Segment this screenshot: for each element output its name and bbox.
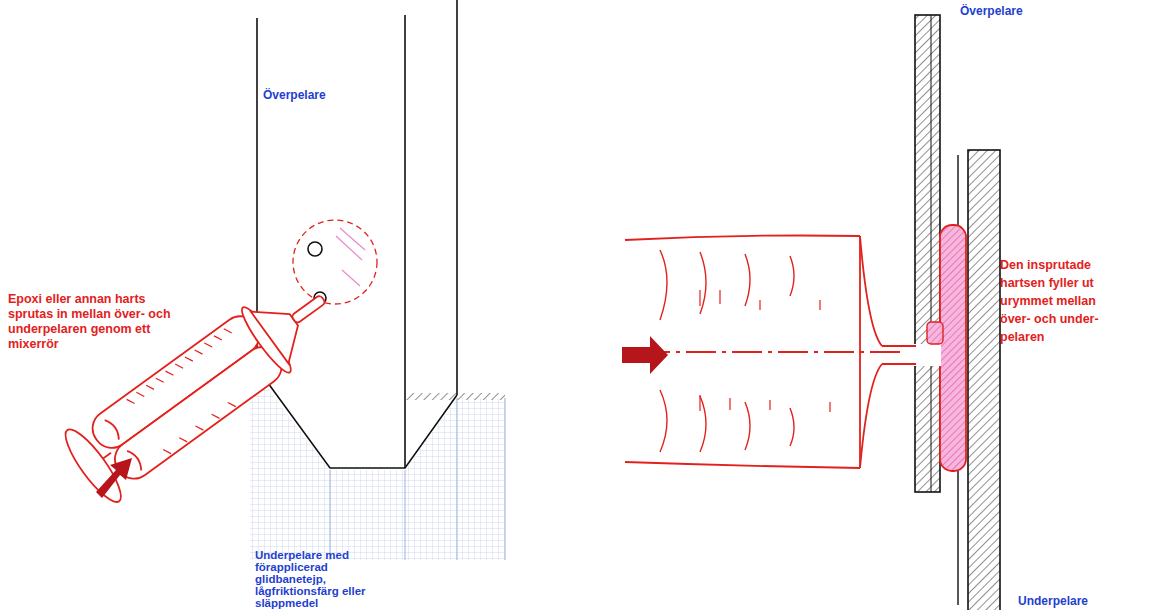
- injection-holes: [308, 242, 322, 256]
- twin-syringe: [108, 340, 289, 486]
- lower-pillar-section: [968, 150, 1000, 610]
- syringe-section: [882, 345, 916, 347]
- injection-holes: [293, 220, 377, 304]
- lower-pillar-drawing: [405, 470, 406, 560]
- syringe-section: [660, 390, 794, 452]
- syringe-section: [640, 351, 900, 353]
- injection-holes: [293, 220, 377, 304]
- upper-pillar-section: [931, 15, 932, 492]
- upper-pillar-outline: [257, 0, 457, 468]
- push-arrow: [96, 458, 132, 498]
- syringe-section: [860, 236, 882, 346]
- syringe-section: [660, 250, 794, 320]
- upper-pillar-section: [915, 15, 940, 492]
- twin-syringe: [251, 294, 313, 363]
- node-text: Överpelare: [263, 88, 398, 102]
- lower-pillar-drawing: [330, 470, 331, 560]
- twin-syringe: [163, 400, 236, 456]
- syringe-section: [700, 395, 830, 412]
- syringe-section: [625, 236, 916, 469]
- twin-syringe: [127, 326, 232, 405]
- syringe-section: [860, 364, 882, 468]
- syringe-section: [700, 290, 820, 310]
- syringe-section: [625, 462, 860, 468]
- upper-pillar-outline: [456, 0, 458, 395]
- callout-text: Den insprutade hartsen fyller ut urymmet…: [1000, 256, 1125, 346]
- twin-syringe: [291, 295, 326, 324]
- syringe-section: [882, 363, 916, 365]
- injection-holes: [336, 228, 365, 286]
- upper-pillar-section: [915, 15, 940, 492]
- upper-pillar-outline: [257, 368, 457, 468]
- part-name: Underpelare: [1018, 594, 1138, 608]
- callout-text: Epoxi eller annan harts sprutas in mella…: [8, 292, 176, 352]
- resin-fill: [940, 225, 966, 471]
- lower-pillar-drawing: [457, 398, 458, 560]
- upper-pillar-outline: [404, 15, 406, 468]
- injection-hole: [914, 344, 941, 366]
- lower-pillar-drawing: [250, 365, 505, 560]
- push-arrow: [622, 336, 668, 374]
- upper-pillar: Överpelare: [257, 15, 405, 468]
- resin-plug: [927, 322, 943, 344]
- lower-pillar-drawing: [505, 398, 506, 560]
- lower-pillar: Underpelare med förapplicerad glidbanete…: [250, 360, 505, 610]
- syringe-section: [625, 236, 860, 241]
- part-name: Överpelare: [960, 4, 1080, 18]
- node-text: Underpelare med förapplicerad glidbanete…: [255, 549, 380, 609]
- lower-pillar-drawing: [250, 365, 505, 560]
